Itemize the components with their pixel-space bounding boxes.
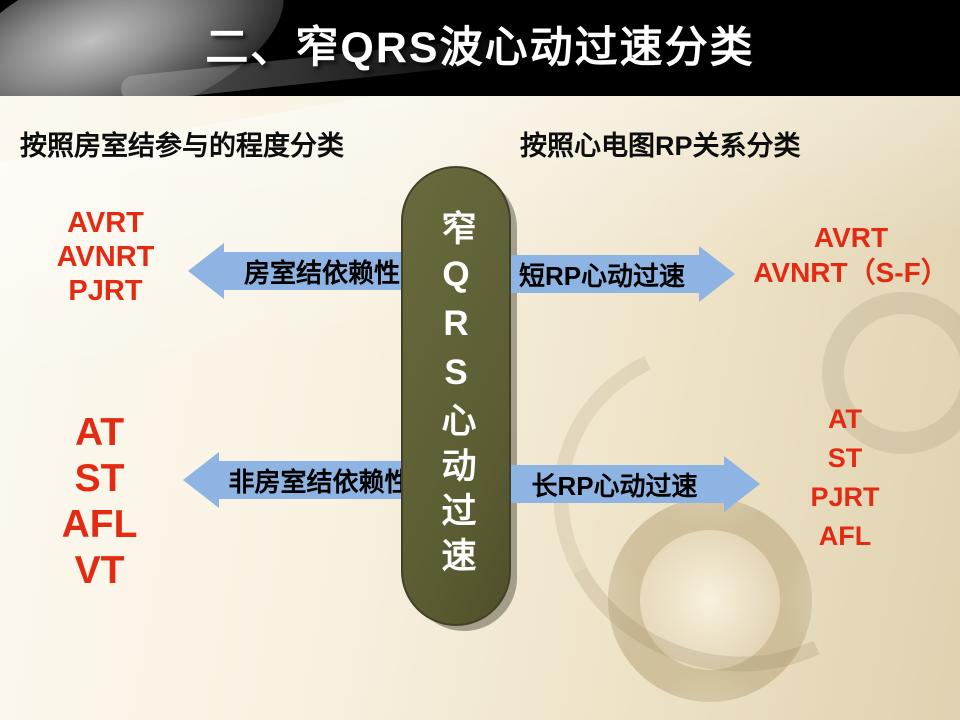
classification-item: AT [74,411,125,454]
arrow-label: 非房室结依赖性 [219,461,420,499]
center-pill: 窄QRS心动过速 [401,166,511,626]
classification-item: AVNRT（S-F） [753,257,949,288]
classification-item: AVRT [813,222,889,253]
classification-item: AFL [818,521,872,551]
classification-item: ST [827,443,863,473]
arrow-non-av-node-dependent: 非房室结依赖性 [183,452,420,508]
arrow-long-rp: 长RP心动过速 [505,456,760,512]
title-banner: 二、窄QRS波心动过速分类 [0,0,960,96]
right-section-header: 按照心电图RP关系分类 [520,131,801,161]
arrow-right-head-icon [699,246,735,302]
slide-title: 二、窄QRS波心动过速分类 [205,24,755,72]
arrow-left-head-icon [188,243,224,299]
arrow-label: 房室结依赖性 [224,252,420,290]
classification-item: AT [828,404,862,434]
arrow-right-head-icon [724,456,760,512]
classification-item: VT [74,549,125,592]
classification-item: AVRT [67,207,144,239]
classification-item: PJRT [810,482,880,512]
list-non-av-node-dependent: AT ST AFL VT [22,410,177,594]
center-pill-label: 窄QRS心动过速 [436,210,476,582]
arrow-av-node-dependent: 房室结依赖性 [188,243,420,299]
arrow-short-rp: 短RP心动过速 [505,246,735,302]
classification-item: ST [74,457,125,500]
arrow-label: 短RP心动过速 [505,255,699,293]
classification-item: AVNRT [56,241,155,273]
list-av-node-dependent: AVRT AVNRT PJRT [28,206,183,308]
classification-item: PJRT [68,275,143,307]
list-long-rp: AT ST PJRT AFL [770,400,920,556]
arrow-left-head-icon [183,452,219,508]
left-section-header: 按照房室结参与的程度分类 [20,131,344,161]
classification-item: AFL [61,503,138,546]
arrow-label: 长RP心动过速 [505,465,724,503]
list-short-rp: AVRT AVNRT（S-F） [742,220,960,290]
